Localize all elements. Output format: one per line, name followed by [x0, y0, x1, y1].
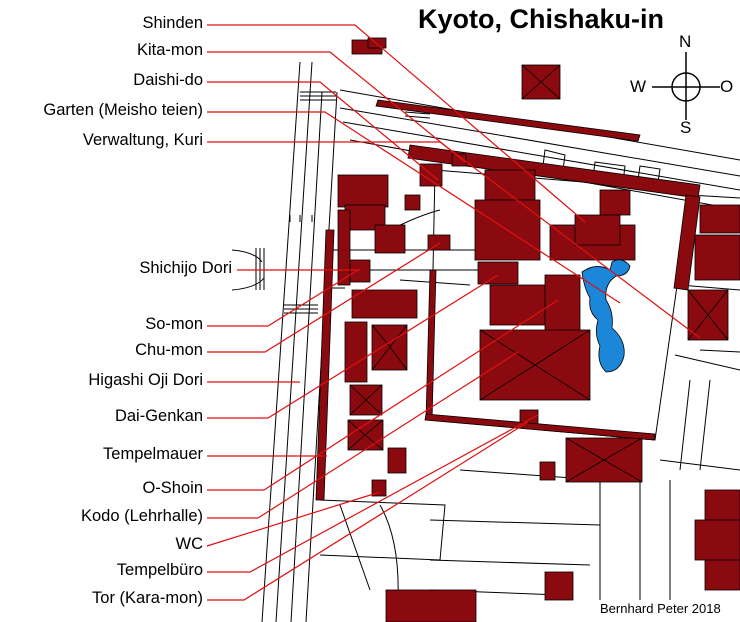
- label-tor-kara-mon: Tor (Kara-mon): [92, 589, 203, 607]
- leader-lines: [206, 24, 701, 601]
- label-kodo: Kodo (Lehrhalle): [81, 507, 203, 525]
- label-verwaltung: Verwaltung, Kuri: [82, 131, 203, 149]
- pond: [581, 259, 631, 373]
- compass-east-label: O: [720, 77, 734, 96]
- compass-rose: [652, 52, 720, 120]
- label-dai-genkan: Dai-Genkan: [114, 407, 203, 425]
- map-title: Kyoto, Chishaku-in: [418, 4, 665, 34]
- label-tempelbuero: Tempelbüro: [116, 561, 203, 579]
- label-daishi-do: Daishi-do: [133, 71, 203, 89]
- label-tempelmauer: Tempelmauer: [103, 445, 203, 463]
- compass-south-label: S: [680, 118, 692, 137]
- label-o-shoin: O-Shoin: [142, 479, 203, 497]
- label-kita-mon: Kita-mon: [136, 41, 203, 59]
- map-credit: Bernhard Peter 2018: [600, 601, 721, 616]
- compass-west-label: W: [630, 77, 647, 96]
- label-garten: Garten (Meisho teien): [43, 101, 203, 119]
- label-shichijo-dori: Shichijo Dori: [139, 259, 232, 277]
- compass-north-label: N: [679, 32, 692, 51]
- label-higashi-oji-dori: Higashi Oji Dori: [88, 371, 203, 389]
- label-so-mon: So-mon: [145, 315, 203, 333]
- label-wc: WC: [175, 535, 204, 553]
- label-shinden: Shinden: [142, 14, 203, 32]
- label-chu-mon: Chu-mon: [135, 341, 203, 359]
- roof-ridges: [347, 64, 729, 483]
- buildings: [315, 37, 740, 622]
